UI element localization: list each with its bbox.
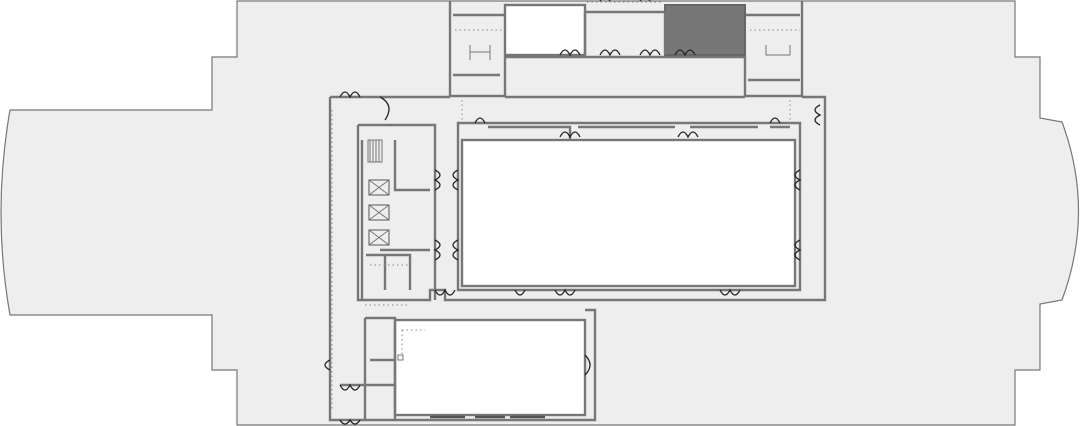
top-center-right-room <box>664 4 746 56</box>
north-room-white <box>503 3 587 57</box>
north-wing <box>448 1 804 98</box>
door-swing-icon <box>324 0 822 425</box>
elevator-icon <box>368 229 390 246</box>
stairs-icon <box>367 139 383 163</box>
south-hall <box>393 318 587 417</box>
central-block <box>328 95 827 422</box>
core <box>360 139 430 306</box>
elevator-icon <box>368 179 390 196</box>
central-courtyard <box>460 138 797 288</box>
elevator-icon <box>368 204 390 221</box>
south-wing <box>340 316 587 420</box>
